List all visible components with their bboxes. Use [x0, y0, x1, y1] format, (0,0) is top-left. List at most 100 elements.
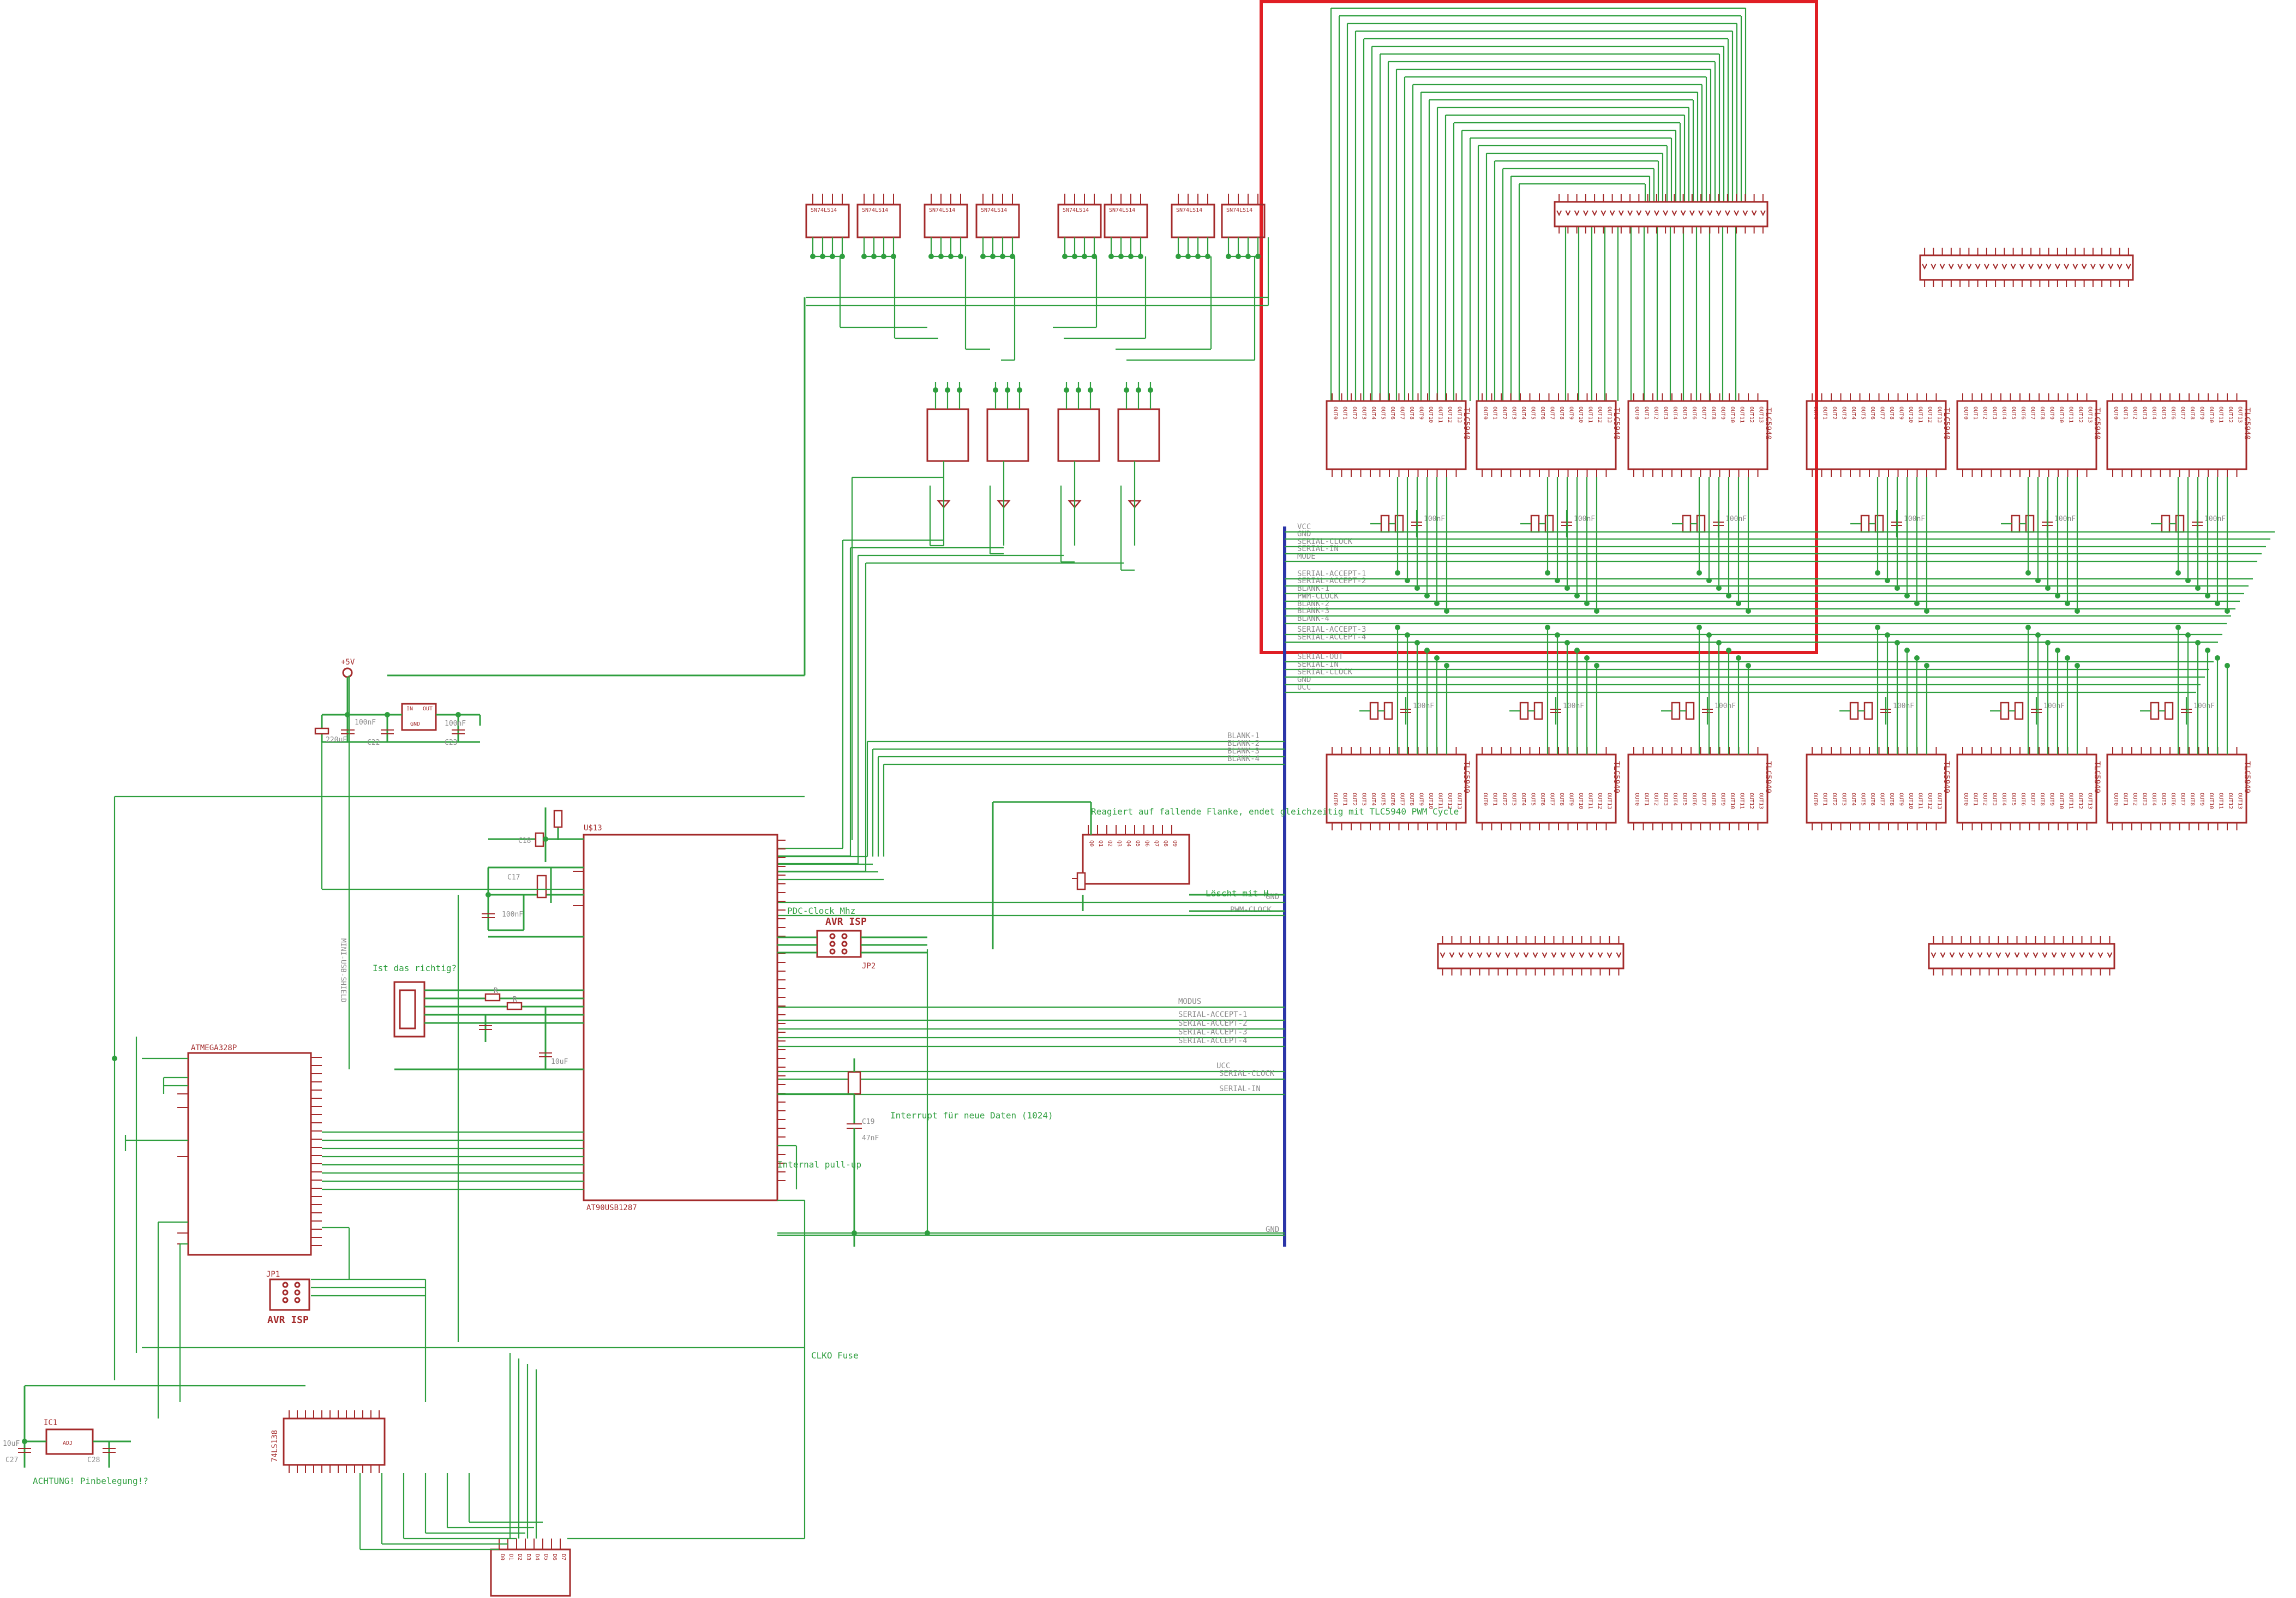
mid-ic[interactable] [986, 382, 1029, 555]
right-net-label: SERIAL-ACCEPT-2 [1178, 1019, 1247, 1028]
mid-ic[interactable] [926, 382, 969, 547]
header-pin [2010, 264, 2016, 270]
selection-rectangle[interactable] [1260, 0, 1818, 654]
pin-label: OUT5 [1530, 793, 1536, 806]
junction-dot [1736, 601, 1741, 606]
pin-label: OUT1 [1822, 793, 1828, 806]
pin-label: OUT10 [1578, 406, 1584, 423]
pin-label: OUT8 [1710, 793, 1716, 806]
chip-body [1057, 408, 1100, 462]
lower-header-connector-left[interactable] [1437, 936, 1624, 975]
bus-net-label: SERIAL-OUT [1297, 653, 1344, 661]
svg-text:220uF: 220uF [326, 736, 347, 744]
pin-label: OUT13 [2087, 793, 2093, 809]
junction-dot [1706, 632, 1712, 638]
junction-dot [112, 1056, 117, 1061]
chip-label: TLC5940 [1462, 761, 1471, 793]
header-pin [1977, 952, 1983, 959]
chip-label: TLC5940 [1612, 408, 1621, 440]
header-pin [1966, 264, 1972, 270]
isp-connector-jp2[interactable]: AVR ISP JP2 PDC-Clock Mhz [777, 906, 927, 971]
chip-label: SN74LS14 [811, 207, 837, 213]
mid-ic[interactable] [1117, 382, 1160, 571]
svg-text:100nF: 100nF [445, 720, 466, 728]
chip-label: TLC5940 [2243, 761, 2251, 793]
pin-label: OUT0 [1332, 793, 1338, 806]
junction-dot [1904, 593, 1910, 598]
pin-label: OUT13 [1758, 793, 1764, 809]
isp-connector-jp1[interactable]: JP1 AVR ISP [266, 1270, 310, 1326]
pin-label: OUT7 [2180, 406, 2186, 420]
junction-dot [1555, 578, 1560, 583]
small-ic[interactable]: SN74LS14 [1057, 194, 1102, 259]
pin-label: OUT7 [1701, 406, 1707, 420]
cap-value: 100nF [1714, 702, 1736, 710]
pin-label: Q5 [1135, 840, 1141, 847]
pin-label: OUT13 [2237, 793, 2243, 809]
pin-label: OUT2 [1351, 406, 1357, 420]
usb-connector[interactable]: MINI-USB-SHIELD Ist das richtig? 10uF R … [339, 938, 584, 1070]
header-pin [1931, 264, 1937, 270]
header-pin [1940, 952, 1946, 959]
pin-label: OUT3 [1663, 793, 1669, 806]
demux-ic[interactable]: 74LS138 [271, 1410, 386, 1473]
header-pin [1477, 952, 1483, 959]
mcu-at90usb1287[interactable]: U$13 AT90USB1287 [573, 824, 786, 1212]
mid-ic[interactable] [1057, 382, 1100, 563]
pin-label: OUT3 [2142, 406, 2148, 420]
svg-text:AT90USB1287: AT90USB1287 [586, 1204, 637, 1212]
header-pin [1449, 952, 1455, 959]
pin-label: OUT1 [2123, 406, 2129, 420]
pin-label: OUT8 [1408, 793, 1414, 806]
lower-header-connector-right[interactable] [1928, 936, 2115, 975]
small-ic[interactable]: SN74LS14 [856, 194, 901, 259]
right-header-connector[interactable] [1919, 248, 2134, 287]
pin-label: OUT12 [2227, 793, 2233, 809]
pin-label: OUT8 [1408, 406, 1414, 420]
small-ic[interactable]: SN74LS14 [1171, 194, 1215, 259]
pin-label: OUT9 [2199, 793, 2205, 806]
pin-label: OUT3 [1361, 406, 1367, 420]
header-pin [1995, 952, 2001, 959]
pin-label: OUT5 [1860, 406, 1866, 420]
right-net-label: SERIAL-ACCEPT-1 [1178, 1010, 1247, 1019]
pin-label: OUT8 [2189, 406, 2195, 420]
mcu-atmega328p[interactable]: ATMEGA328P [177, 1044, 584, 1256]
svg-text:R: R [494, 987, 498, 995]
chip-body [1326, 753, 1467, 824]
pin-label: OUT9 [1720, 793, 1726, 806]
top-header-connector[interactable] [1554, 194, 1769, 234]
regulator-ic1[interactable]: IC1 ADJ ACHTUNG! Pinbelegung!? 10uF C27 … [3, 1386, 148, 1486]
pin-label: OUT2 [1653, 793, 1659, 806]
chip-body [856, 204, 901, 238]
pin-label: OUT5 [2011, 793, 2017, 806]
pin-label: OUT1 [1492, 406, 1498, 420]
wire-fan [1330, 7, 1747, 401]
small-ic[interactable]: SN74LS14 [805, 194, 850, 259]
header-pin [1618, 210, 1624, 217]
pin-label: OUT11 [2218, 406, 2224, 423]
small-ic[interactable]: SN74LS14 [1221, 194, 1266, 259]
small-ic[interactable]: SN74LS14 [975, 194, 1020, 259]
header-pin [1993, 264, 1999, 270]
small-ic[interactable]: SN74LS14 [1104, 194, 1148, 259]
header-pin [1922, 264, 1928, 270]
pin-label: OUT3 [1511, 793, 1517, 806]
junction-dot [1696, 625, 1702, 630]
pin-label: OUT5 [1380, 793, 1386, 806]
small-ic[interactable]: SN74LS14 [924, 194, 968, 259]
svg-text:C22: C22 [367, 739, 380, 747]
